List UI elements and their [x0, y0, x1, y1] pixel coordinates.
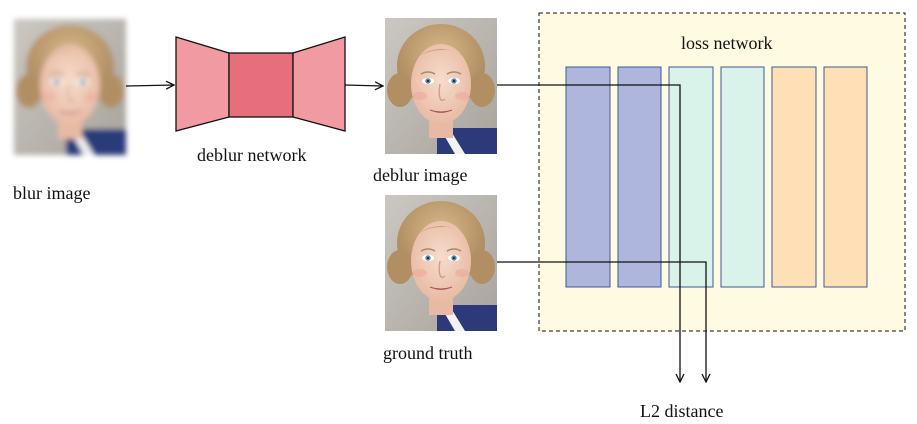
ground-truth-face-image: [384, 194, 498, 332]
blur-face-image: [13, 18, 127, 156]
loss-layer-1: [565, 66, 611, 288]
loss-layer-3: [668, 66, 714, 288]
loss-layer-4: [720, 66, 765, 288]
loss-layer-2: [617, 66, 662, 288]
deblur-decoder-shape: [292, 36, 346, 132]
deblur-feature-connector: [497, 84, 680, 382]
ground-truth-feature-connector: [497, 261, 706, 382]
ground-truth-label: ground truth: [383, 343, 473, 363]
deblur-network-label: deblur network: [197, 145, 307, 165]
loss-network-label: loss network: [681, 33, 773, 53]
blur-image-label: blur image: [13, 183, 91, 203]
loss-network-layers: [565, 66, 868, 288]
deblur-face-image: [384, 17, 498, 155]
loss-layer-6: [823, 66, 868, 288]
deblur-image-label: deblur image: [373, 165, 468, 185]
l2-distance-label: L2 distance: [640, 401, 724, 421]
loss-layer-5: [771, 66, 817, 288]
blur-to-deblur-arrow: [125, 85, 174, 86]
deblur-bottleneck-shape: [228, 52, 294, 118]
deblur-to-output-arrow: [344, 85, 383, 86]
deblur-encoder-shape: [175, 36, 230, 132]
deblur-network-block: [175, 36, 346, 132]
